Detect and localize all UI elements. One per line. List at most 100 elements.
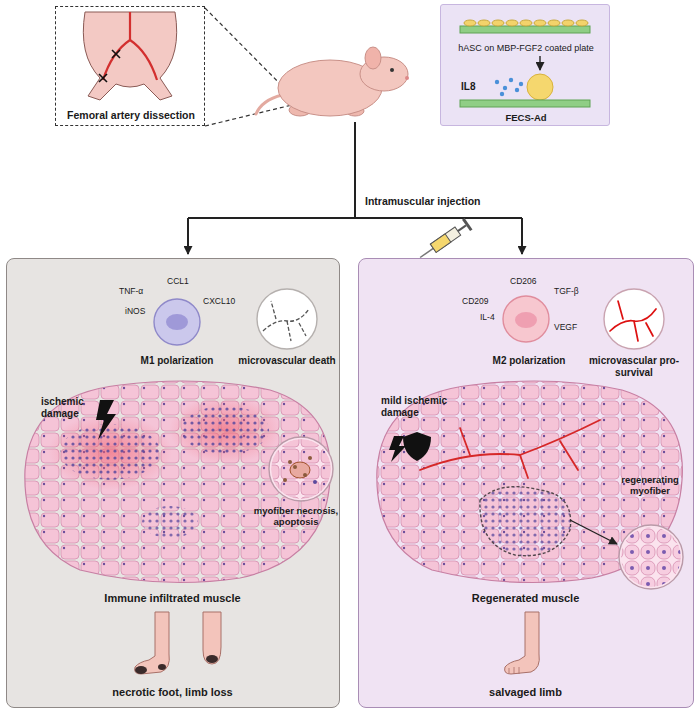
- culture-plate: [460, 100, 590, 107]
- culture-plate: [460, 26, 590, 33]
- lost-limb: [203, 612, 221, 664]
- live-vessel: [610, 301, 656, 341]
- outcome-label: necrotic foot, limb loss: [7, 686, 338, 699]
- necrotic-fibers: [313, 480, 317, 484]
- culture-plate: [464, 20, 476, 26]
- circle-caption: regenerating myofiber: [609, 475, 691, 497]
- syringe: [430, 227, 460, 252]
- hindlimb-drawing: [103, 12, 130, 80]
- dead-vessel: [271, 301, 276, 319]
- mouse-drawing: [390, 68, 394, 72]
- dead-vessel: [263, 309, 309, 331]
- flow-arrow: [188, 217, 522, 219]
- process-arrow: [539, 56, 540, 70]
- outcome-panel: ischemic damageImmune infiltrated muscle…: [6, 258, 340, 708]
- cytokine-label: CXCL10: [203, 297, 247, 307]
- circle-outline: [257, 289, 317, 349]
- method-text: hASC on MBP-FGF2 coated plate: [441, 43, 611, 53]
- cell-caption: M1 polarization: [107, 355, 247, 367]
- circle-caption: microvascular pro-survival: [579, 355, 689, 378]
- secreted-dots: [519, 82, 523, 86]
- zoom-lines: [205, 8, 296, 100]
- culture-plate: [576, 20, 588, 26]
- cytokine-label: TNF-α: [119, 287, 153, 297]
- circle-outline: [604, 289, 664, 349]
- circle-outline: [237, 287, 337, 392]
- circle-outline: [619, 525, 683, 589]
- necrotic-fibers: [283, 478, 287, 482]
- vessel-circle: microvascular pro-survival: [579, 287, 689, 397]
- culture-plate: [478, 20, 490, 26]
- cytokine-label: TGF-β: [554, 287, 588, 297]
- outcome-label: salvaged limb: [359, 686, 692, 699]
- live-vessel: [618, 301, 623, 319]
- necrotic-fibers: [271, 439, 331, 499]
- culture-plate: [562, 20, 574, 26]
- necrotic-fibers: [303, 473, 307, 477]
- live-vessel: [634, 321, 638, 341]
- healthy-foot: [509, 667, 519, 674]
- secreted-dots: [495, 80, 499, 84]
- mouse-drawing: [289, 104, 311, 116]
- mouse-drawing: [405, 76, 409, 80]
- necrotic-foot: [135, 612, 170, 674]
- method-box: hASC on MBP-FGF2 coated plateIL8FECS-Ad: [440, 4, 610, 126]
- syringe: [430, 234, 450, 253]
- spheroid: [527, 74, 553, 100]
- syringe: [416, 218, 472, 263]
- flow-arrow: [521, 218, 523, 254]
- dead-vessel: [299, 323, 306, 336]
- cytokine-label: CCL1: [167, 277, 197, 287]
- syringe: [458, 225, 466, 231]
- regenerating-fibers: [621, 527, 681, 587]
- mouse-drawing: [278, 60, 382, 116]
- necrotic-foot: [135, 666, 147, 674]
- panel-heading: Regenerated muscle: [359, 592, 692, 605]
- healthy-foot: [505, 612, 540, 674]
- lost-limb: [206, 655, 218, 663]
- necrotic-fibers: [271, 439, 331, 499]
- dead-vessel: [287, 321, 291, 341]
- culture-plate: [492, 20, 504, 26]
- cytokine-label: VEGF: [554, 323, 588, 333]
- necrotic-fibers: [290, 462, 310, 478]
- syringe: [420, 248, 433, 257]
- circle-caption: myofiber necrosis, apoptosis: [251, 506, 341, 528]
- culture-plate: [520, 20, 532, 26]
- flow-arrow: [188, 122, 522, 254]
- mouse-drawing: [256, 47, 409, 116]
- culture-plate: [460, 20, 590, 33]
- culture-plate: [534, 20, 546, 26]
- mouse-drawing: [365, 47, 381, 69]
- myofiber-circle: regenerating myofiber: [609, 471, 691, 596]
- marker-label: CD209: [462, 297, 498, 307]
- product-label: FECS-Ad: [441, 113, 611, 124]
- lost-limb: [203, 612, 221, 664]
- leader-arrow: [570, 520, 617, 544]
- necrotic-fibers: [288, 460, 292, 464]
- macrophage-cell: CD206TGF-βCD209IL-4VEGFM2 polarization: [454, 277, 604, 377]
- circle-outline: [154, 299, 200, 345]
- dead-vessel: [263, 301, 309, 341]
- cell-nucleus: [166, 314, 188, 330]
- necrotic-foot: [135, 612, 170, 674]
- secreted-dots: [515, 88, 519, 92]
- flow-arrow: [354, 122, 356, 218]
- inset-box: Femoral artery dissection: [55, 6, 205, 126]
- secreted-dots: [503, 86, 507, 90]
- hindlimb-drawing: [99, 74, 107, 82]
- hindlimb-drawing: [83, 12, 176, 100]
- necrotic-fibers: [308, 456, 312, 460]
- myofiber-circle: myofiber necrosis, apoptosis: [257, 434, 341, 534]
- hindlimb-drawing: [130, 40, 157, 80]
- healthy-foot: [505, 612, 540, 674]
- panel-heading: Immune infiltrated muscle: [7, 592, 338, 605]
- secreted-dots: [495, 78, 523, 96]
- cell-nucleus: [515, 312, 537, 328]
- cytokine-label: IL8: [461, 81, 491, 93]
- secreted-dots: [509, 78, 513, 82]
- necrotic-foot: [158, 664, 166, 670]
- cell-caption: M2 polarization: [454, 355, 604, 367]
